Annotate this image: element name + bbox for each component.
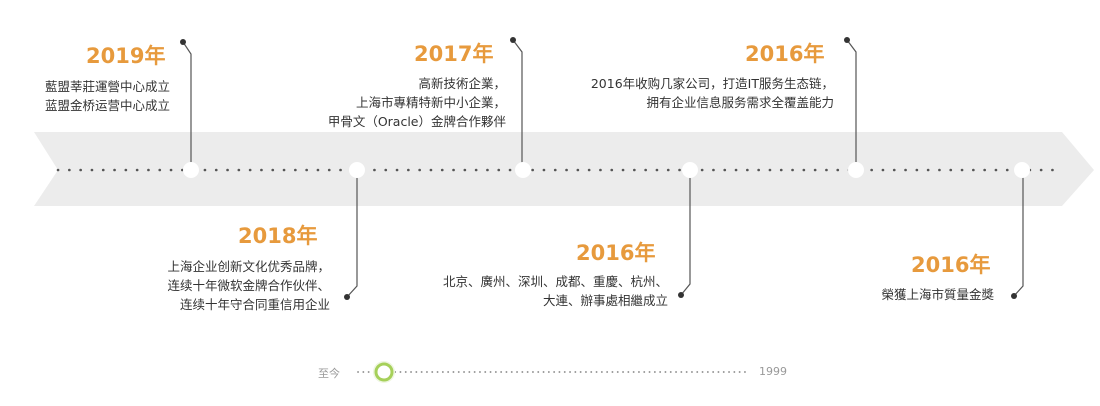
event-year-2019: 2019年 xyxy=(86,44,166,68)
event-year-2016-c: 2016年 xyxy=(911,253,991,277)
event-line: 连续十年守合同重信用企业 xyxy=(179,297,330,312)
scrubber-end-label[interactable]: 1999 xyxy=(759,365,787,378)
event-line: 甲骨文（Oracle）金牌合作夥伴 xyxy=(327,114,506,129)
event-line: 北京、廣州、深圳、成都、重慶、杭州、 xyxy=(442,274,668,289)
connector-dot-2017 xyxy=(510,37,516,43)
connector-2016-a xyxy=(680,170,691,296)
event-year-2016-a: 2016年 xyxy=(576,241,656,265)
connector-2018 xyxy=(346,170,358,298)
timeline-node-2016-b[interactable] xyxy=(848,162,864,178)
timeline-node-2017[interactable] xyxy=(515,162,531,178)
event-year-2016-b: 2016年 xyxy=(745,42,825,66)
connector-dot-2018 xyxy=(344,294,350,300)
event-line: 榮獲上海市質量金獎 xyxy=(881,287,994,302)
event-line: 蓝盟金桥运营中心成立 xyxy=(44,98,170,113)
connector-2017 xyxy=(512,39,523,170)
event-line: 上海市專精特新中小企業， xyxy=(355,95,506,110)
connector-2016-c xyxy=(1013,170,1024,297)
connector-dot-2016-c xyxy=(1011,293,1017,299)
scrubber-start-label[interactable]: 至今 xyxy=(318,367,340,380)
event-desc-2017: 高新技術企業， 上海市專精特新中小企業， 甲骨文（Oracle）金牌合作夥伴 xyxy=(290,74,506,131)
scrubber-handle[interactable] xyxy=(374,362,394,382)
connector-2019 xyxy=(182,41,192,170)
connector-dot-2016-a xyxy=(678,292,684,298)
event-desc-2016-a: 北京、廣州、深圳、成都、重慶、杭州、 大連、辦事處相繼成立 xyxy=(400,272,668,310)
timeline-node-2016-c[interactable] xyxy=(1014,162,1030,178)
connector-dot-2019 xyxy=(180,39,186,45)
timeline-node-2016-a[interactable] xyxy=(682,162,698,178)
connector-2016-b xyxy=(846,39,857,170)
timeline-node-2018[interactable] xyxy=(349,162,365,178)
event-line: 拥有企业信息服务需求全覆盖能力 xyxy=(646,95,834,110)
event-year-2018: 2018年 xyxy=(238,224,318,248)
event-line: 上海企业创新文化优秀品牌， xyxy=(167,259,330,274)
event-desc-2018: 上海企业创新文化优秀品牌， 连续十年微软金牌合作伙伴、 连续十年守合同重信用企业 xyxy=(130,257,330,314)
event-desc-2019: 藍盟莘莊運營中心成立 蓝盟金桥运营中心成立 xyxy=(20,77,170,115)
connector-dot-2016-b xyxy=(844,37,850,43)
event-line: 大連、辦事處相繼成立 xyxy=(542,293,668,308)
event-line: 2016年收购几家公司，打造IT服务生态链， xyxy=(590,76,834,91)
event-year-2017: 2017年 xyxy=(414,42,494,66)
timeline-node-2019[interactable] xyxy=(183,162,199,178)
event-line: 高新技術企業， xyxy=(418,76,506,91)
timeline-band xyxy=(34,132,1094,206)
event-desc-2016-b: 2016年收购几家公司，打造IT服务生态链， 拥有企业信息服务需求全覆盖能力 xyxy=(560,74,834,112)
event-line: 藍盟莘莊運營中心成立 xyxy=(44,79,170,94)
event-desc-2016-c: 榮獲上海市質量金獎 xyxy=(840,285,994,304)
event-line: 连续十年微软金牌合作伙伴、 xyxy=(167,278,330,293)
